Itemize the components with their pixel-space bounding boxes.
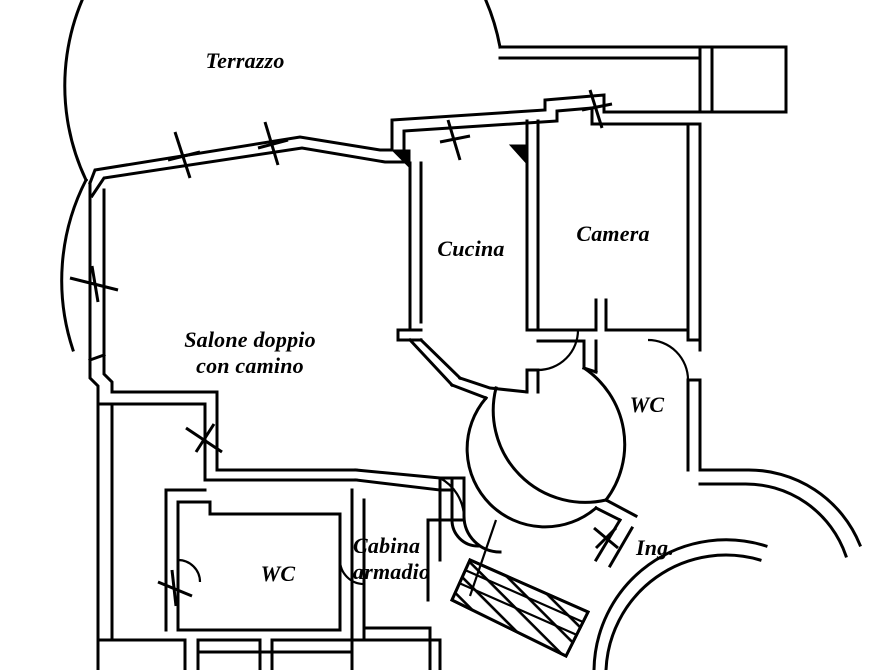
wall-lower-top-outer-b: [354, 478, 442, 492]
wall-ing-arc-outer: [698, 468, 862, 547]
bay-curve-small: [450, 518, 480, 548]
terrace-arc-lower-left: [60, 177, 89, 352]
room-label-wc-lower: WC: [260, 561, 296, 586]
terrace-arc-upper-left: [63, 0, 88, 182]
bay-curve-inner: [465, 395, 599, 529]
wall-ing-round-inner: [604, 553, 762, 670]
wall-lower-top-inner-b: [354, 468, 442, 480]
wall-ing-round-outer: [592, 538, 768, 670]
terrace-arc-outer: [484, 0, 502, 49]
structural-piers: [390, 144, 528, 170]
wall-ing-arc-inner: [698, 482, 848, 558]
wall-upper-outer: [88, 93, 702, 185]
room-label-salone-line1: Salone doppio con camino: [184, 326, 316, 378]
wall-cucina-diag-a: [418, 337, 463, 381]
room-label-wc-upper: WC: [629, 392, 665, 417]
wall-ing-link: [593, 505, 623, 523]
wall-corridor-top: [458, 376, 529, 394]
wall-ing-link-b: [603, 497, 639, 519]
room-label-camera: Camera: [576, 221, 650, 246]
door-swings: [177, 329, 690, 586]
wall-lines: [60, 0, 862, 670]
room-label-ingresso: Ing.: [635, 535, 675, 560]
bay-curve-outer: [491, 386, 608, 504]
window-ticks: [69, 89, 619, 607]
wall-salone-bottom-inner: [102, 353, 219, 472]
room-label-cucina: Cucina: [437, 236, 505, 261]
wall-upper-inner: [89, 106, 702, 199]
room-label-salone-doppio: Salone doppio con camino: [160, 275, 340, 431]
room-label-terrazzo: Terrazzo: [205, 48, 285, 73]
wall-salone-bottom-outer: [88, 358, 207, 482]
wall-left-corner: [88, 353, 106, 362]
wall-ing-left-b: [607, 525, 635, 569]
room-label-cabina-armadio: Cabina armadio: [353, 533, 431, 584]
stair-hatching: [450, 519, 591, 659]
wall-corridor-top-b: [450, 383, 488, 400]
bay-curve-right: [581, 365, 627, 503]
bay-curve-small-b: [462, 514, 502, 554]
wall-cucina-stub: [396, 328, 423, 342]
wall-cucina-diag-b: [407, 337, 455, 388]
